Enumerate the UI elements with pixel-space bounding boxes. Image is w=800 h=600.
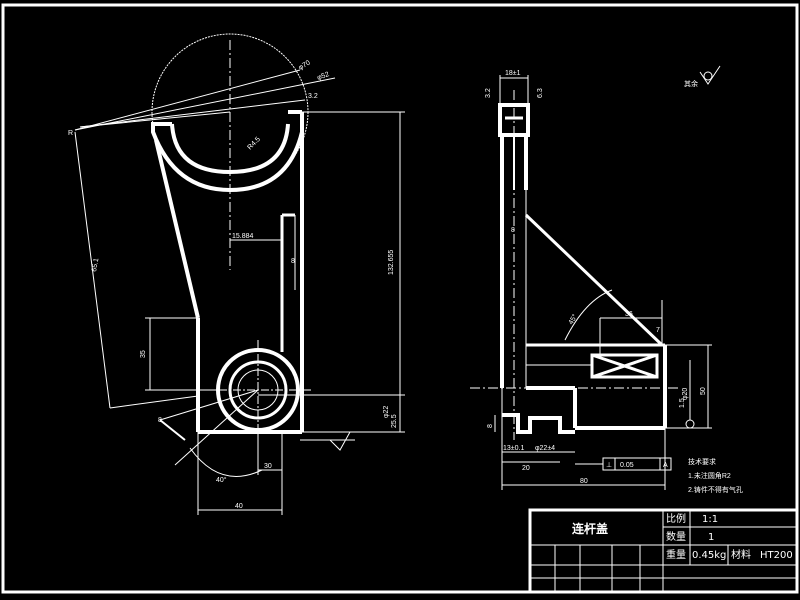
leader-1 <box>74 69 301 131</box>
leader-3 <box>79 99 306 128</box>
left-dim-ext <box>109 395 199 409</box>
tb-scale-value: 1:1 <box>702 514 718 525</box>
dim-left-inclined: 65.1 <box>91 258 100 273</box>
leader-2 <box>74 77 336 131</box>
dim-angle: 40° <box>216 476 227 484</box>
dim-hole-offset: 35 <box>140 350 147 358</box>
angle-leader-b <box>174 389 259 466</box>
leader-4 <box>79 111 231 128</box>
dim-bottom-right2: 25.5 <box>391 414 398 428</box>
side-xbox <box>590 353 659 379</box>
tol-frame <box>602 457 672 471</box>
tb-material-value: HT200 <box>760 550 793 561</box>
dim-top-b: φ52 <box>316 71 330 82</box>
dim-bottom-right: φ22 <box>383 406 390 418</box>
note-line-1: 技术要求 <box>688 457 716 466</box>
note-line-2: 1.未注圆角R2 <box>688 471 731 480</box>
side-dim-inner-thk: 8 <box>511 227 515 234</box>
roughness-symbol <box>699 65 721 85</box>
dim-top-small: R4.5 <box>246 136 261 151</box>
roughness-note: 其余 <box>684 79 698 88</box>
side-dim-right-mark: 1.5 <box>679 398 686 408</box>
dim-small-r: R <box>68 130 73 137</box>
side-dim-right-top: 6.3 <box>537 88 544 98</box>
side-dim-left-top: 3.2 <box>485 88 492 98</box>
side-dim-top-width: 18±1 <box>505 70 521 77</box>
side-dim-angle: 45° <box>567 313 579 326</box>
arrow-stub <box>159 419 186 441</box>
angle-leader-a <box>159 389 259 421</box>
side-foot <box>502 413 575 434</box>
side-x2 <box>591 353 658 379</box>
side-dim-bottom-b: 20 <box>522 465 530 472</box>
tb-weight-label: 重量 <box>666 548 686 561</box>
note-line-3: 2.铸件不得有气孔 <box>688 485 743 494</box>
side-dim-overall: 80 <box>580 478 588 485</box>
side-dim-diam: φ20 <box>682 388 689 400</box>
side-dim-bottom-c: φ22±4 <box>535 445 555 452</box>
side-dim-bottom-a: 13±0.1 <box>503 445 524 452</box>
roughness-circle <box>703 71 713 81</box>
drawing-frame <box>1 3 799 594</box>
side-diag-rib <box>524 213 664 347</box>
side-dim-right-len: 36 <box>625 311 633 318</box>
left-long-dim <box>74 131 111 409</box>
dim-thk: 8 <box>158 417 162 424</box>
side-dim-small-right: 7 <box>656 327 660 334</box>
dim-rib-thk: 8 <box>291 258 295 265</box>
side-small-circle <box>685 419 695 429</box>
tb-part-name: 连杆盖 <box>572 521 608 536</box>
surface-mark-bottom <box>329 431 351 451</box>
title-block <box>528 508 799 594</box>
tb-qty-label: 数量 <box>666 530 686 543</box>
side-view <box>470 65 721 490</box>
side-tol-datum: A <box>663 462 668 469</box>
side-dim-bottom-left: 8 <box>487 424 494 428</box>
dim-bottom-width: 40 <box>235 503 243 510</box>
dim-hub-width: 30 <box>264 463 272 470</box>
front-view <box>74 33 405 515</box>
dim-surface-mark: 3.2 <box>308 93 318 100</box>
tb-qty-value: 1 <box>708 532 714 543</box>
tb-material-label: 材料 <box>731 548 751 561</box>
dim-height-main: 132.655 <box>388 250 395 275</box>
angle-arc <box>189 447 263 477</box>
tb-weight-value: 0.45kg <box>692 550 726 561</box>
side-tol-value: 0.05 <box>620 462 634 469</box>
left-edge <box>154 139 200 319</box>
side-tol-symbol: ⊥ <box>606 462 612 469</box>
side-dim-vert-right: 50 <box>700 387 707 395</box>
dim-top-a: φ70 <box>298 59 312 71</box>
dim-rib-width: 15.884 <box>232 233 254 240</box>
side-angle-arc <box>564 289 613 341</box>
tb-scale-label: 比例 <box>666 512 686 525</box>
